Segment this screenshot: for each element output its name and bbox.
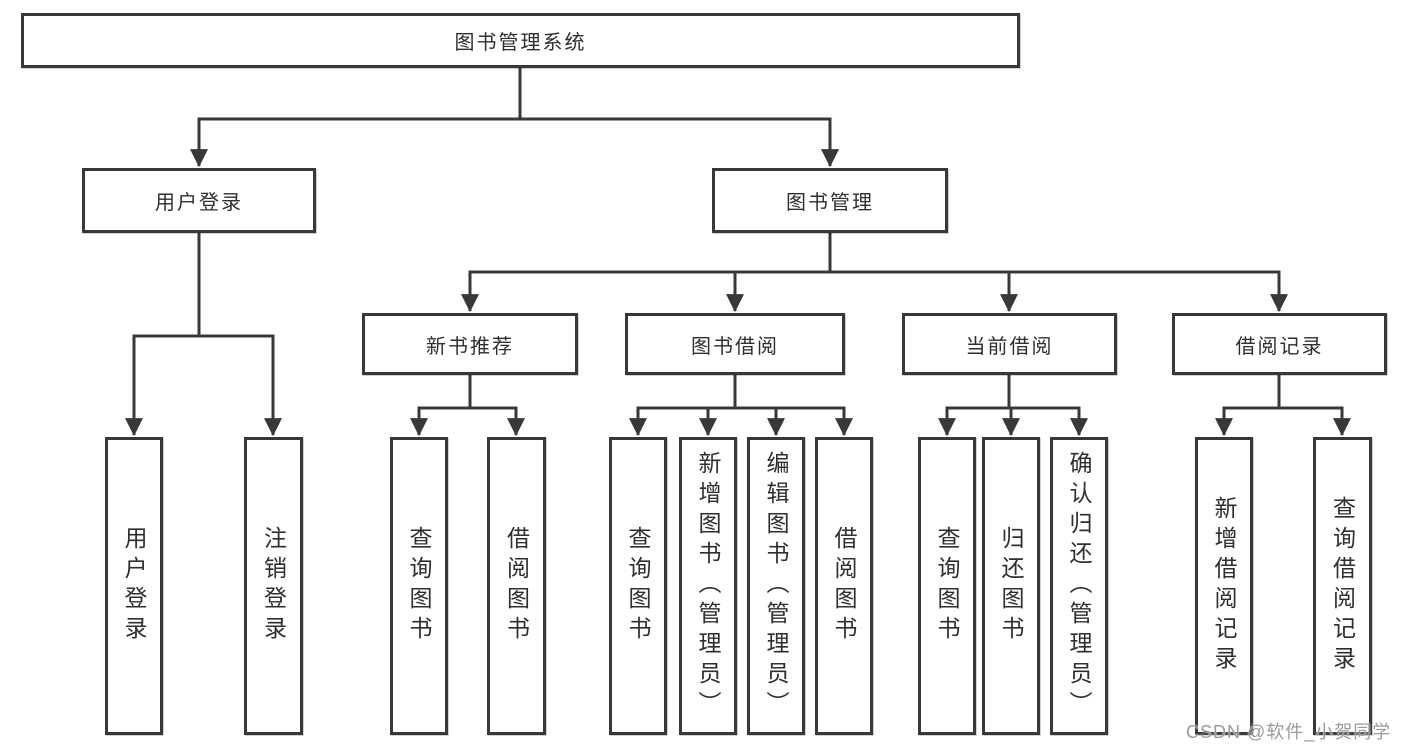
node-label: 图书管理系统: [454, 32, 587, 54]
node-label: 新增图书（管理员）: [695, 451, 721, 721]
node-book-borrow: 图书借阅: [625, 313, 845, 375]
node-label: 图书借阅: [691, 335, 779, 358]
watermark: CSDN @软件_小贺同学: [1186, 722, 1392, 742]
node-root: 图书管理系统: [21, 13, 1020, 68]
node-label: 借阅图书: [831, 526, 857, 646]
node-new-book-recommend: 新书推荐: [362, 313, 578, 375]
leaf-query-books-borrow: 查询图书: [609, 437, 667, 735]
leaf-query-books-recommend: 查询图书: [390, 437, 448, 735]
node-label: 新书推荐: [426, 335, 514, 358]
node-book-management: 图书管理: [712, 168, 948, 233]
leaf-return-books: 归还图书: [982, 437, 1040, 735]
node-label: 查询图书: [934, 526, 960, 646]
node-label: 归还图书: [998, 526, 1024, 646]
leaf-borrow-books-recommend: 借阅图书: [487, 437, 546, 735]
node-label: 图书管理: [786, 192, 874, 214]
leaf-add-borrow-record: 新增借阅记录: [1195, 437, 1253, 735]
node-label: 注销登录: [260, 526, 287, 646]
node-borrow-records: 借阅记录: [1172, 313, 1387, 375]
node-label: 查询图书: [406, 526, 432, 646]
node-label: 确认归还（管理员）: [1066, 451, 1092, 721]
node-label: 查询借阅记录: [1329, 496, 1356, 676]
leaf-user-login: 用户登录: [105, 437, 163, 735]
leaf-confirm-return-admin: 确认归还（管理员）: [1050, 437, 1108, 735]
node-label: 用户登录: [155, 192, 243, 214]
node-label: 用户登录: [121, 526, 147, 646]
node-label: 查询图书: [625, 526, 651, 646]
leaf-add-book-admin: 新增图书（管理员）: [679, 437, 737, 735]
leaf-borrow-books: 借阅图书: [815, 437, 873, 735]
node-label: 借阅图书: [503, 526, 530, 646]
node-user-login: 用户登录: [82, 168, 316, 233]
leaf-query-books-current: 查询图书: [918, 437, 976, 735]
leaf-logout: 注销登录: [244, 437, 303, 735]
leaf-edit-book-admin: 编辑图书（管理员）: [747, 437, 805, 735]
node-label: 当前借阅: [965, 335, 1054, 358]
leaf-query-borrow-record: 查询借阅记录: [1313, 437, 1372, 735]
node-label: 借阅记录: [1235, 335, 1324, 358]
node-label: 新增借阅记录: [1211, 496, 1237, 676]
node-label: 编辑图书（管理员）: [763, 451, 789, 721]
node-current-borrow: 当前借阅: [902, 313, 1117, 375]
